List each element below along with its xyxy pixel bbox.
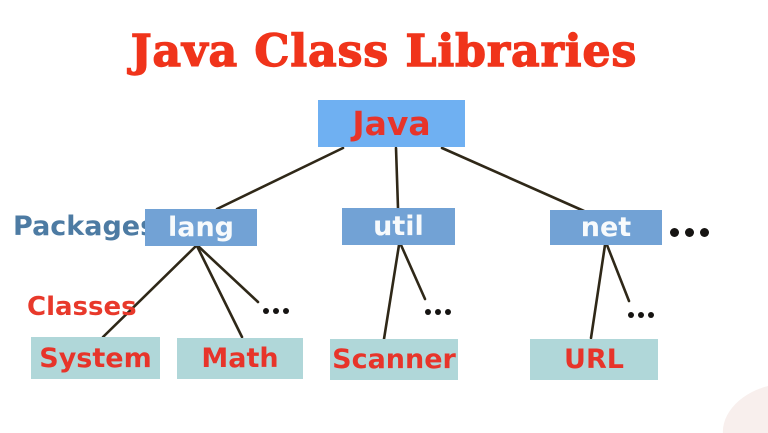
- node-package-util: util: [342, 208, 455, 245]
- edge-util-more: [399, 243, 427, 301]
- ellipsis-dot: [283, 308, 289, 314]
- edge-java-lang: [215, 146, 345, 211]
- more-net-classes-ellipsis: [626, 312, 656, 318]
- node-java: Java: [318, 100, 465, 147]
- node-class-system: System: [31, 337, 160, 379]
- node-class-scanner: Scanner: [330, 339, 458, 380]
- ellipsis-dot: [425, 309, 431, 315]
- packages-row-label: Packages: [13, 211, 157, 242]
- edge-net-url: [589, 243, 607, 340]
- ellipsis-dot: [700, 228, 709, 237]
- edge-java-util: [394, 146, 400, 210]
- edge-lang-math: [195, 244, 244, 339]
- ellipsis-dot: [648, 312, 654, 318]
- ellipsis-dot: [670, 228, 679, 237]
- edge-net-more: [605, 243, 631, 303]
- ellipsis-dot: [435, 309, 441, 315]
- ellipsis-dot: [445, 309, 451, 315]
- node-package-lang: lang: [145, 209, 257, 246]
- node-class-url: URL: [530, 339, 658, 380]
- ellipsis-dot: [685, 228, 694, 237]
- node-package-net: net: [550, 210, 662, 245]
- connector-group: [101, 146, 631, 341]
- edge-lang-more: [196, 244, 260, 304]
- more-packages-ellipsis: [667, 228, 712, 237]
- more-lang-classes-ellipsis: [261, 308, 291, 314]
- classes-row-label: Classes: [27, 292, 137, 322]
- diagram-title: Java Class Libraries: [130, 25, 638, 77]
- ellipsis-dot: [628, 312, 634, 318]
- node-class-math: Math: [177, 338, 303, 379]
- ellipsis-dot: [273, 308, 279, 314]
- edge-util-scanner: [382, 243, 401, 341]
- ellipsis-dot: [263, 308, 269, 314]
- edge-java-net: [440, 146, 586, 213]
- edge-lang-system: [101, 244, 198, 339]
- ellipsis-dot: [638, 312, 644, 318]
- more-util-classes-ellipsis: [423, 309, 453, 315]
